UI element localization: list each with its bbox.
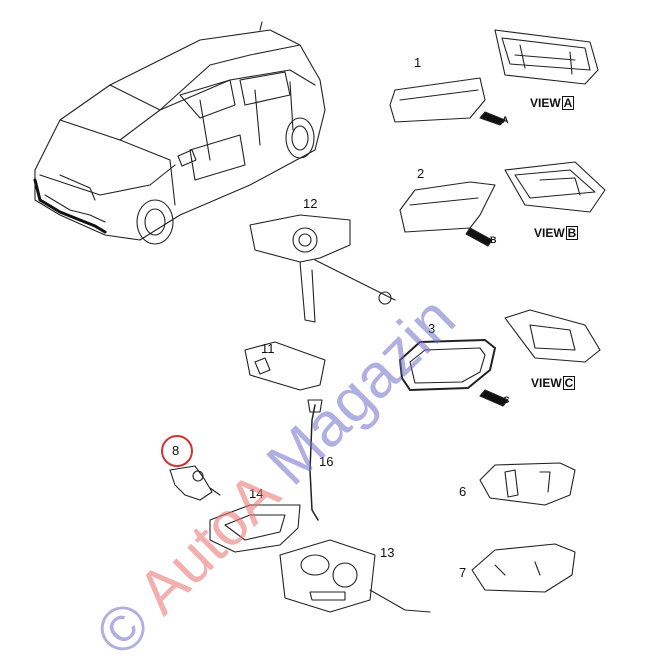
part-number-2: 2	[417, 166, 425, 181]
part-14-bezel	[209, 504, 301, 553]
part-number-11: 11	[261, 341, 275, 356]
view-a-text: VIEW	[530, 96, 561, 110]
part-number-7: 7	[459, 565, 467, 580]
car-illustration	[34, 21, 326, 245]
part-6-cap	[479, 462, 576, 506]
arrow-c-letter: C	[503, 395, 510, 405]
part-1-cap	[389, 77, 486, 123]
part-16-hose	[307, 399, 323, 521]
arrow-c	[479, 389, 509, 407]
arrow-a	[479, 111, 506, 126]
part-8-nozzle	[169, 465, 221, 501]
part-number-1: 1	[414, 55, 422, 70]
view-b-text: VIEW	[534, 226, 565, 240]
arrow-a-letter: A	[502, 115, 509, 125]
washer-hose-highlight	[33, 178, 107, 234]
part-number-16: 16	[319, 454, 334, 469]
parts-diagram	[33, 21, 606, 613]
part-13-washer-unit	[279, 539, 431, 613]
view-a-detail	[494, 29, 599, 85]
part-number-3: 3	[428, 321, 436, 336]
part-11-clip	[244, 341, 326, 391]
part-number-12: 12	[303, 196, 318, 211]
view-a-letter: A	[561, 96, 575, 110]
part-12-bracket	[249, 214, 396, 323]
part-2-cap	[399, 181, 496, 233]
part-8-highlight-ring	[161, 435, 193, 467]
view-b-detail	[504, 161, 606, 213]
part-number-8: 8	[172, 443, 180, 458]
arrow-b-letter: B	[490, 235, 497, 245]
part-number-6: 6	[459, 484, 467, 499]
view-b-letter: B	[565, 226, 579, 240]
part-number-14: 14	[249, 486, 264, 501]
view-c-detail	[504, 309, 601, 363]
arrow-b	[465, 227, 493, 247]
view-c-letter: C	[562, 376, 576, 390]
part-3-ring	[399, 339, 496, 391]
part-7-cap	[471, 543, 576, 593]
part-number-13: 13	[380, 545, 395, 560]
view-c-text: VIEW	[531, 376, 562, 390]
